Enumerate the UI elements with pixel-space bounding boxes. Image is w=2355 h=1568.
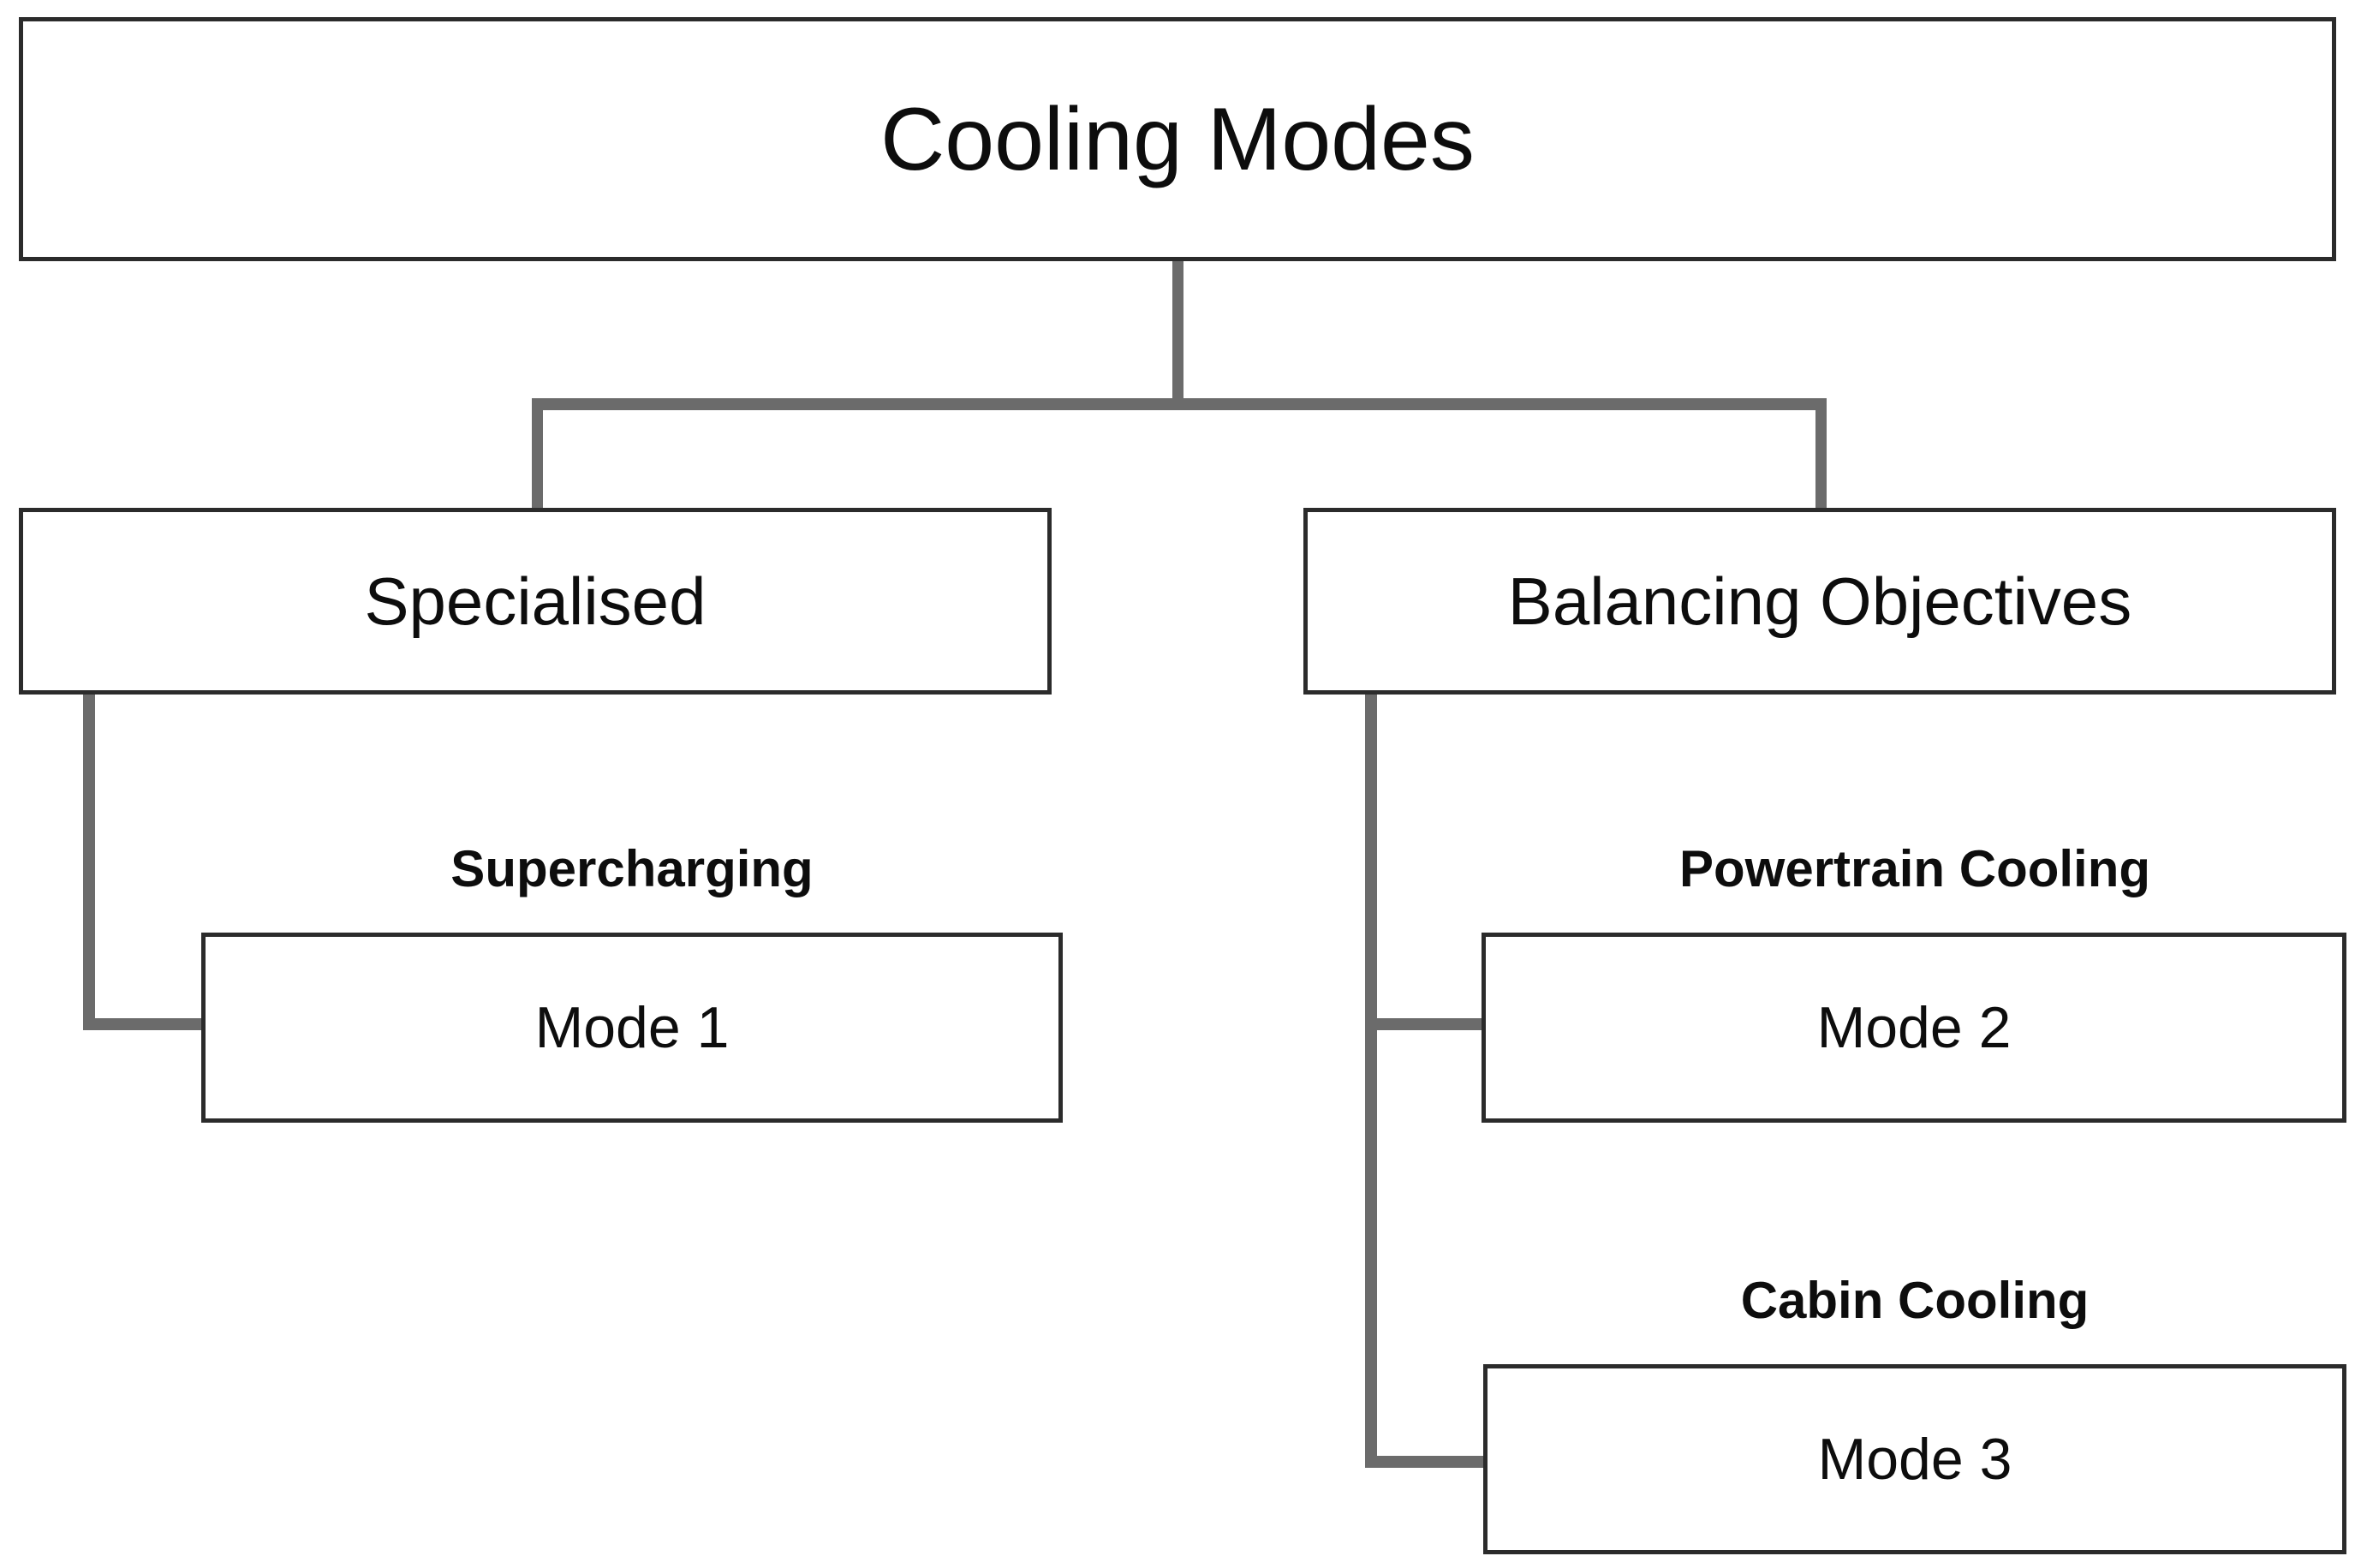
connector-trunk-balancing-objectives: [1365, 690, 1377, 1468]
caption-powertrain-cooling: Powertrain Cooling: [1678, 840, 2151, 897]
node-mode-3-label: Mode 3: [1817, 1427, 2012, 1492]
caption-supercharging: Supercharging: [450, 840, 814, 897]
connector-trunk-specialised: [83, 690, 95, 1030]
node-root-cooling-modes: Cooling Modes: [19, 17, 2336, 261]
connector-split-bar: [532, 398, 1827, 410]
node-root-label: Cooling Modes: [880, 89, 1475, 189]
caption-cabin-cooling: Cabin Cooling: [1740, 1272, 2090, 1329]
connector-elbow-mode-2: [1365, 1018, 1488, 1030]
node-balancing-objectives-label: Balancing Objectives: [1507, 563, 2132, 639]
node-specialised: Specialised: [19, 508, 1052, 695]
connector-root-stem: [1172, 257, 1183, 409]
node-balancing-objectives: Balancing Objectives: [1303, 508, 2336, 695]
connector-elbow-mode-3: [1365, 1456, 1489, 1468]
node-mode-2-label: Mode 2: [1816, 995, 2012, 1060]
node-mode-2: Mode 2: [1482, 933, 2346, 1123]
connector-elbow-mode-1: [83, 1018, 207, 1030]
node-mode-3: Mode 3: [1483, 1364, 2346, 1554]
connector-drop-balancing-objectives: [1815, 398, 1827, 512]
node-mode-1: Mode 1: [201, 933, 1063, 1123]
connector-drop-specialised: [532, 398, 543, 512]
node-specialised-label: Specialised: [364, 563, 706, 639]
node-mode-1-label: Mode 1: [534, 995, 730, 1060]
